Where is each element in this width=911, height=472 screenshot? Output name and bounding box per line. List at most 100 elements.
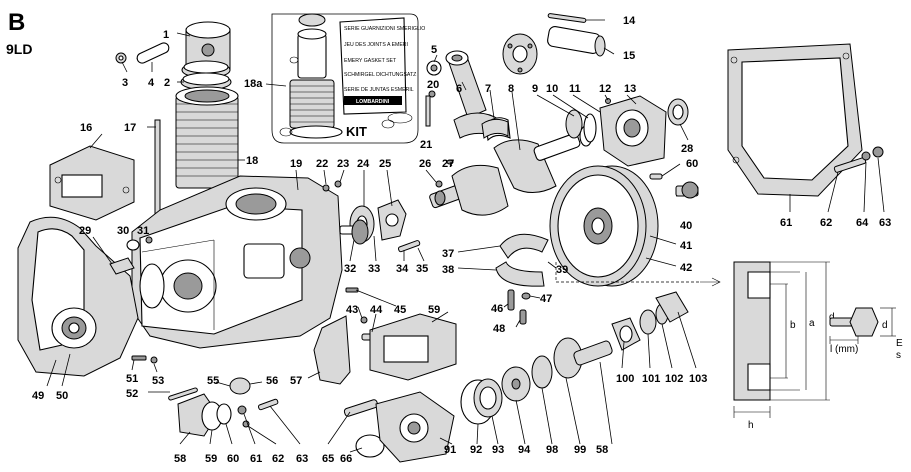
screw-46 <box>507 289 515 311</box>
callout: 39 <box>556 264 568 276</box>
kit-brand: LOMBARDINI <box>356 99 390 105</box>
bolt-23 <box>334 180 342 188</box>
pin-45 <box>345 287 359 293</box>
bracket-57 <box>313 315 351 385</box>
pto-shaft <box>502 13 606 75</box>
callout: 19 <box>290 158 302 170</box>
callout: 47 <box>540 293 552 305</box>
callout: 66 <box>340 453 352 465</box>
callout: 56 <box>266 375 278 387</box>
callout: 98 <box>546 444 558 456</box>
plug-30 <box>126 239 140 251</box>
callout-60: 60 <box>227 453 239 465</box>
dim-a: a <box>809 318 815 329</box>
callout: 15 <box>623 50 635 62</box>
callout: 38 <box>442 264 454 276</box>
connecting-rod <box>425 50 511 142</box>
callout-62: 62 <box>272 453 284 465</box>
half-rings <box>495 233 549 287</box>
callout: 28 <box>681 143 693 155</box>
governor-gears <box>339 199 407 245</box>
callout: 3 <box>122 77 128 89</box>
callout-59: 59 <box>205 453 217 465</box>
callout: 58 <box>596 444 608 456</box>
side-cover-65 <box>369 313 457 381</box>
bolt-22 <box>322 184 330 192</box>
cylinder-barrel <box>175 86 239 189</box>
callout: 101 <box>642 373 660 385</box>
screw-48 <box>519 309 527 325</box>
callout: 91 <box>444 444 456 456</box>
crankshaft <box>429 125 593 216</box>
callout: 18 <box>246 155 258 167</box>
callout: 93 <box>492 444 504 456</box>
callout: 100 <box>616 373 634 385</box>
dim-b: b <box>790 320 796 331</box>
side-cover-16 <box>49 145 135 221</box>
kit-line-1: SERIE GUARNIZIONI SMERIGLIO <box>344 26 425 32</box>
callout: 44 <box>370 304 383 316</box>
svg-text:SCHMIRGEL DICHTUNGSATZ: SCHMIRGEL DICHTUNGSATZ <box>344 72 416 78</box>
washer-94 <box>861 151 871 161</box>
nut-93 <box>872 146 884 158</box>
callout: 94 <box>518 444 531 456</box>
callout-61: 61 <box>250 453 262 465</box>
kit-title: KIT <box>346 124 367 139</box>
callout: 50 <box>56 390 68 402</box>
callout: 34 <box>396 263 409 275</box>
dim-ds: d <box>882 320 888 331</box>
callout: 59 <box>428 304 440 316</box>
callout: 23 <box>337 158 349 170</box>
callout: 48 <box>493 323 505 335</box>
callout: 49 <box>32 390 44 402</box>
callout: 55 <box>207 375 219 387</box>
callout-labels-bottom: 58 59 60 61 62 63 <box>174 453 308 465</box>
nut-20 <box>428 90 436 98</box>
callout: 4 <box>148 77 155 89</box>
callout: 32 <box>344 263 356 275</box>
kit-line-5: SERIE DE JUNTAS ESMERIL <box>344 87 414 93</box>
callout: 60 <box>686 158 698 170</box>
dim-l: l (mm) <box>830 344 858 355</box>
callout: 42 <box>680 262 692 274</box>
callout: 37 <box>442 248 454 260</box>
svg-text:EMERY GASKET SET: EMERY GASKET SET <box>344 58 397 64</box>
callout: 10 <box>546 83 558 95</box>
callout-63: 63 <box>296 453 308 465</box>
engine-model: 9LD <box>6 41 32 57</box>
plug-31 <box>145 236 153 244</box>
pump-assembly <box>343 337 613 463</box>
callout: 12 <box>599 83 611 95</box>
callout: 45 <box>394 304 406 316</box>
bell-housing <box>727 43 863 197</box>
callout: 33 <box>368 263 380 275</box>
callout: 53 <box>152 375 164 387</box>
callout: 43 <box>346 304 358 316</box>
svg-text:JEU DES JOINTS A EMERI: JEU DES JOINTS A EMERI <box>344 42 408 48</box>
callout: 25 <box>379 158 391 170</box>
callout: 40 <box>680 220 692 232</box>
callout: 8 <box>508 83 514 95</box>
callout: 21 <box>420 139 432 151</box>
dim-d: d <box>829 312 835 323</box>
callout: 2 <box>164 77 170 89</box>
main-bearing-support <box>565 95 689 167</box>
kit-line-3: EMERY GASKET SET <box>344 58 397 64</box>
callout: 16 <box>80 122 92 134</box>
callout: 51 <box>126 373 138 385</box>
callout: 24 <box>357 158 370 170</box>
callout: 14 <box>623 15 636 27</box>
kit-line-2: JEU DES JOINTS A EMERI <box>344 42 408 48</box>
washer-43 <box>360 316 368 324</box>
callout: 30 <box>117 225 129 237</box>
screw-34 <box>397 240 421 253</box>
half-bearing-7 <box>481 118 509 139</box>
callout: 9 <box>532 83 538 95</box>
callout: 20 <box>427 79 439 91</box>
callout: 29 <box>79 225 91 237</box>
callout: 65 <box>322 453 334 465</box>
callout: 31 <box>137 225 149 237</box>
flywheel-nut-40 <box>675 181 699 199</box>
crankcase <box>131 175 343 349</box>
